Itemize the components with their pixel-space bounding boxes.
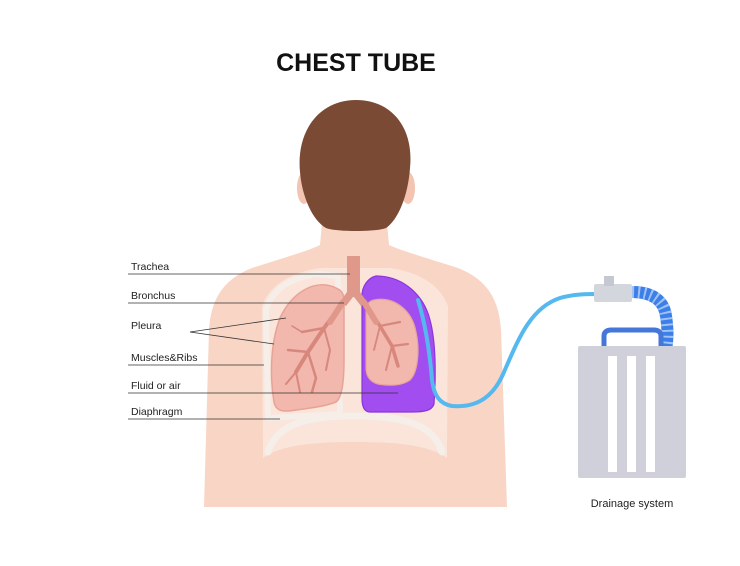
container-slot-2 — [627, 356, 636, 472]
label-pleura: Pleura — [131, 320, 162, 332]
container-slot-3 — [646, 356, 655, 472]
chest-tube — [416, 276, 674, 409]
label-drainage-system: Drainage system — [591, 498, 674, 510]
bronchus-left-main — [327, 299, 346, 325]
tube-connector-cap — [604, 276, 614, 286]
container-handle — [601, 327, 664, 346]
left-lung — [270, 284, 345, 412]
label-diaphragm: Diaphragm — [131, 406, 183, 418]
label-bronchus: Bronchus — [131, 290, 175, 302]
tube-connector — [594, 284, 632, 302]
bronchus-right-main — [361, 299, 379, 325]
drainage-container — [578, 327, 686, 478]
labels: Trachea Bronchus Pleura Muscles&Ribs Flu… — [131, 261, 673, 510]
label-trachea: Trachea — [131, 261, 169, 273]
diagram-title: CHEST TUBE — [276, 49, 436, 77]
leader-pleura-top — [189, 317, 287, 333]
diaphragm — [264, 412, 446, 456]
hair — [299, 100, 411, 231]
label-fluid-or-air: Fluid or air — [131, 380, 181, 392]
main-bronchi — [340, 292, 367, 306]
trachea-group — [327, 256, 379, 325]
chest-tube-inner — [416, 292, 600, 409]
container-slot-1 — [608, 356, 617, 472]
label-muscles-ribs: Muscles&Ribs — [131, 352, 198, 364]
leader-pleura-bottom — [189, 331, 275, 345]
head — [297, 100, 415, 252]
drainage-hose — [631, 286, 674, 351]
right-lung — [361, 275, 436, 413]
leader-lines — [128, 273, 398, 420]
trachea — [347, 256, 360, 296]
